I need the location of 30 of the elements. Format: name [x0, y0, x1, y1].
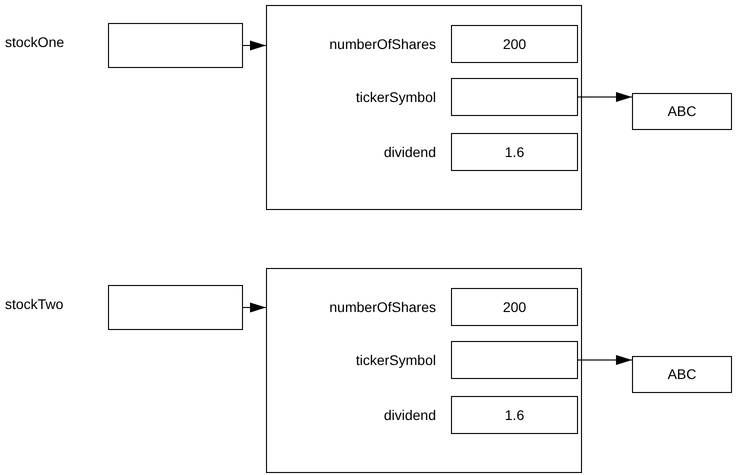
arrow — [578, 355, 632, 365]
field-label: numberOfShares — [329, 298, 436, 317]
field-box — [451, 78, 578, 116]
value-box — [451, 133, 578, 171]
value-text: 1.6 — [504, 142, 524, 162]
value-text: ABC — [668, 365, 696, 384]
field-label: tickerSymbol — [356, 88, 436, 107]
field-label: numberOfShares — [329, 35, 436, 54]
value-box — [632, 356, 732, 393]
value-text: ABC — [668, 102, 696, 121]
object-box — [266, 5, 582, 210]
value-box — [451, 396, 578, 434]
value-text: 200 — [502, 34, 526, 54]
value-box — [632, 93, 732, 130]
variable-label: stockTwo — [5, 294, 64, 314]
arrow — [242, 302, 266, 312]
variable-label: stockOne — [5, 32, 64, 52]
reference-box — [108, 285, 243, 330]
field-label: dividend — [384, 406, 436, 425]
arrow — [242, 40, 266, 50]
arrow — [578, 92, 632, 102]
value-text: 200 — [502, 298, 526, 316]
value-box — [451, 288, 578, 326]
field-label: dividend — [384, 143, 436, 162]
value-text: 1.6 — [504, 406, 524, 424]
reference-box — [108, 23, 243, 68]
value-box — [451, 25, 578, 63]
object-box — [266, 268, 582, 473]
field-box — [451, 341, 578, 379]
field-label: tickerSymbol — [356, 351, 436, 370]
